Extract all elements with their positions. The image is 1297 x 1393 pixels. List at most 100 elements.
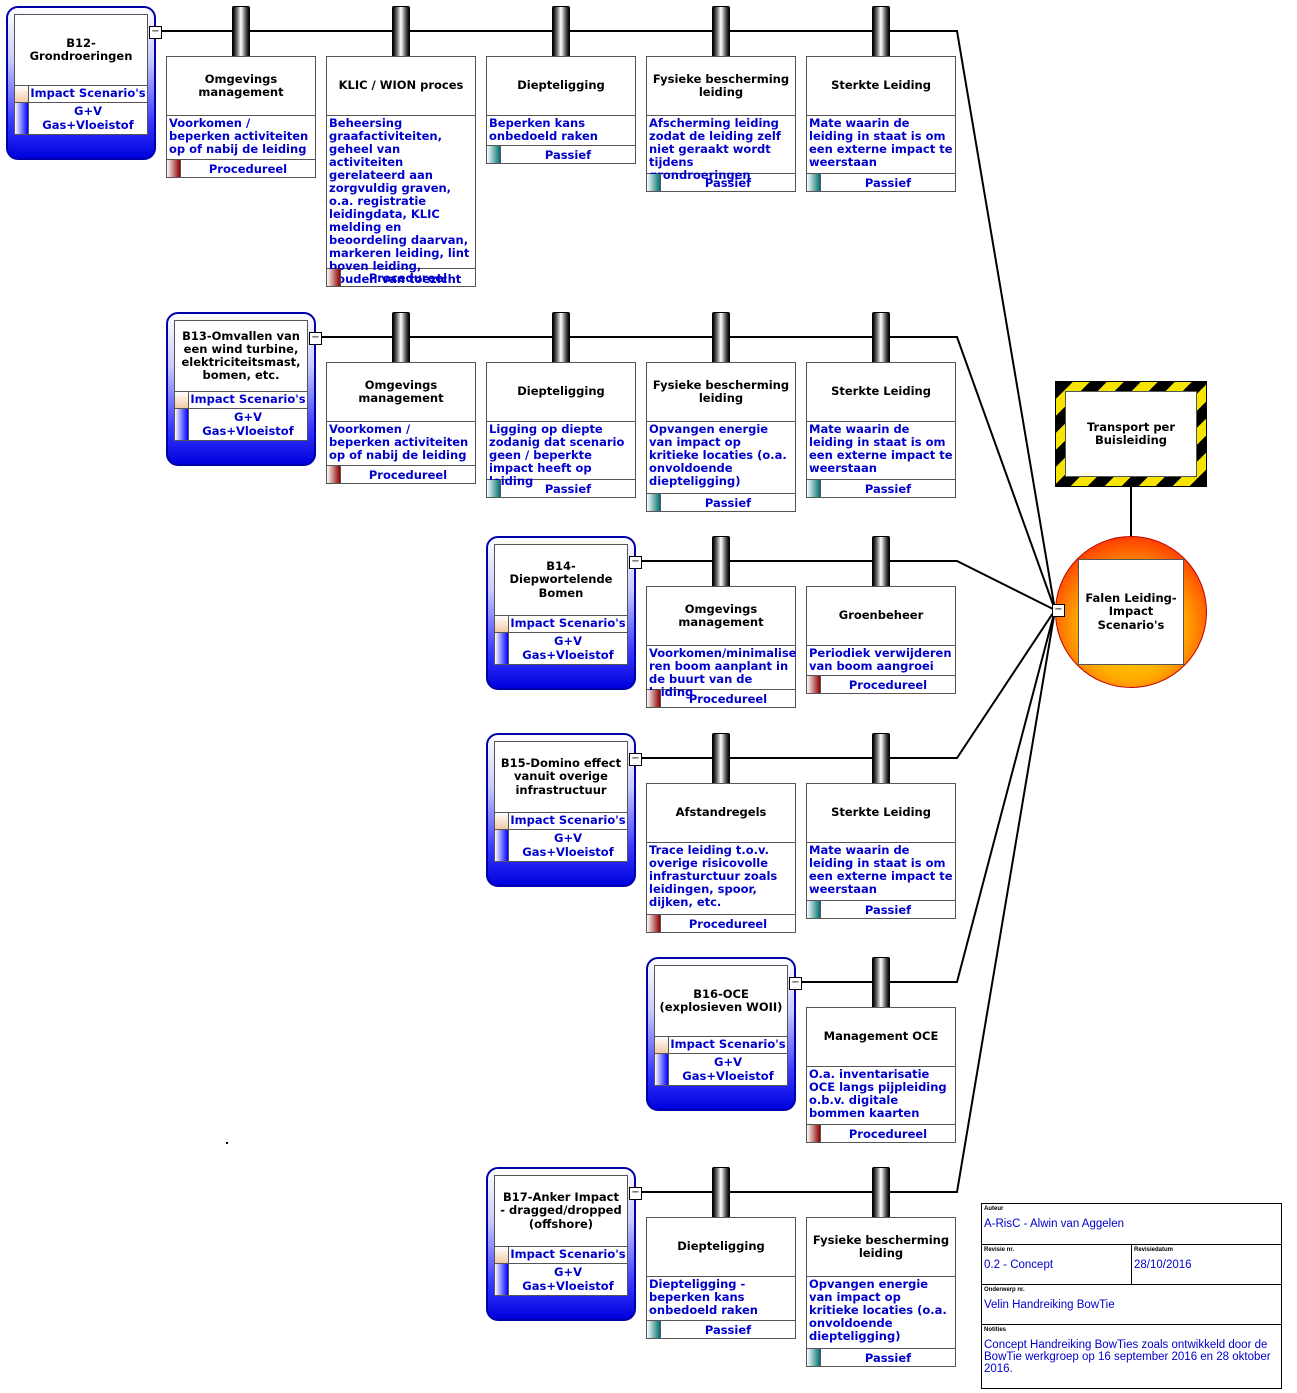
threat-scenario: Impact Scenario's (510, 813, 626, 828)
barrier-description: Ligging op diepte zodanig dat scenario g… (486, 422, 636, 488)
barrier-title: Groenbeheer (806, 586, 956, 646)
barrier-b14-omgevingsmanagement[interactable]: Omgevings management Voorkomen/minimalis… (646, 586, 796, 708)
category-swatch (655, 1054, 669, 1085)
barrier-b13-sterkte-leiding[interactable]: Sterkte Leiding Mate waarin de leiding i… (806, 362, 956, 498)
barrier-title: Fysieke bescherming leiding (646, 56, 796, 116)
barrier-type: Passief (864, 175, 912, 190)
barrier-clip (872, 312, 890, 364)
barrier-description: Beheersing graafactiviteiten, geheel van… (326, 116, 476, 286)
barrier-title: Sterkte Leiding (806, 56, 956, 116)
threat-b12[interactable]: B12- Grondroeringen Impact Scenario's G+… (6, 6, 162, 160)
barrier-b17-diepteligging[interactable]: Diepteligging Diepteligging - beperken k… (646, 1217, 796, 1339)
info-box: Auteur A-RisC - Alwin van Aggelen Revisi… (981, 1203, 1282, 1389)
barrier-b15-afstandregels[interactable]: Afstandregels Trace leiding t.o.v. overi… (646, 783, 796, 933)
barrier-b12-diepteligging[interactable]: Diepteligging Beperken kans onbedoeld ra… (486, 56, 636, 164)
barrier-b13-omgevingsmanagement[interactable]: Omgevings management Voorkomen / beperke… (326, 362, 476, 484)
barrier-title: Omgevings management (326, 362, 476, 422)
notes-value: Concept Handreiking BowTies zoals ontwik… (984, 1339, 1271, 1375)
threat-scenario: Impact Scenario's (510, 616, 626, 631)
procedural-swatch (327, 269, 341, 286)
barrier-b16-management-oce[interactable]: Management OCE O.a. inventarisatie OCE l… (806, 1007, 956, 1143)
barrier-clip (872, 536, 890, 588)
collapse-icon[interactable]: − (149, 26, 162, 39)
passive-swatch (807, 901, 821, 918)
barrier-description: Mate waarin de leiding in staat is om ee… (806, 116, 956, 174)
collapse-icon[interactable]: − (1052, 604, 1065, 617)
threat-b13[interactable]: B13-Omvallen van een wind turbine, elekt… (166, 312, 322, 466)
barrier-b17-fysieke-bescherming[interactable]: Fysieke bescherming leiding Opvangen ene… (806, 1217, 956, 1367)
collapse-icon[interactable]: − (629, 753, 642, 766)
hazard-box[interactable]: Transport per Buisleiding (1055, 381, 1207, 487)
collapse-icon[interactable]: − (629, 1187, 642, 1200)
collapse-icon[interactable]: − (309, 332, 322, 345)
barrier-clip (712, 1167, 730, 1219)
scenario-swatch (495, 813, 509, 829)
barrier-b13-fysieke-bescherming[interactable]: Fysieke bescherming leiding Opvangen ene… (646, 362, 796, 512)
threat-title: B15-Domino effect vanuit overige infrast… (500, 756, 622, 797)
barrier-description: Voorkomen / beperken activiteiten op of … (166, 116, 316, 160)
barrier-description: Beperken kans onbedoeld raken (486, 116, 636, 146)
category-swatch (495, 633, 509, 664)
scenario-swatch (495, 1247, 509, 1263)
barrier-clip (872, 1167, 890, 1219)
barrier-b12-sterkte-leiding[interactable]: Sterkte Leiding Mate waarin de leiding i… (806, 56, 956, 192)
scenario-swatch (655, 1037, 669, 1053)
project-value: Velin Handreiking BowTie (984, 1299, 1115, 1311)
barrier-b12-fysieke-bescherming[interactable]: Fysieke bescherming leiding Afscherming … (646, 56, 796, 192)
barrier-description: Afscherming leiding zodat de leiding zel… (646, 116, 796, 182)
threat-b15[interactable]: B15-Domino effect vanuit overige infrast… (486, 733, 642, 887)
threat-title: B13-Omvallen van een wind turbine, elekt… (181, 328, 301, 383)
barrier-type: Procedureel (368, 467, 448, 482)
pathway-b15 (630, 609, 1056, 759)
threat-title: B14- Diepwortelende Bomen (509, 559, 613, 600)
barrier-description: Opvangen energie van impact op kritieke … (646, 422, 796, 494)
threat-scenario: Impact Scenario's (510, 1247, 626, 1262)
procedural-swatch (327, 466, 341, 483)
top-event-title: Falen Leiding- Impact Scenario's (1078, 559, 1184, 665)
passive-swatch (807, 174, 821, 191)
barrier-type: Passief (864, 481, 912, 496)
pathway-b12 (150, 30, 1056, 611)
barrier-description: Opvangen energie van impact op kritieke … (806, 1277, 956, 1349)
barrier-description: Diepteligging - beperken kans onbedoeld … (646, 1277, 796, 1321)
barrier-description: Trace leiding t.o.v. overige risicovolle… (646, 843, 796, 915)
barrier-b13-diepteligging[interactable]: Diepteligging Ligging op diepte zodanig … (486, 362, 636, 498)
passive-swatch (647, 174, 661, 191)
author-value: A-RisC - Alwin van Aggelen (984, 1218, 1124, 1230)
threat-b17[interactable]: B17-Anker Impact - dragged/dropped (offs… (486, 1167, 642, 1321)
passive-swatch (647, 494, 661, 511)
top-event[interactable]: Falen Leiding- Impact Scenario's − (1052, 536, 1207, 688)
threat-scenario: Impact Scenario's (670, 1037, 786, 1052)
barrier-type: Procedureel (208, 161, 288, 176)
date-cell: Revisiedatum 28/10/2016 (1132, 1244, 1281, 1284)
barrier-type: Passief (704, 175, 752, 190)
barrier-b14-groenbeheer[interactable]: Groenbeheer Periodiek verwijderen van bo… (806, 586, 956, 694)
barrier-type: Passief (864, 902, 912, 917)
barrier-title: Diepteligging (486, 56, 636, 116)
hazard-title: Transport per Buisleiding (1065, 391, 1197, 477)
category-swatch (15, 103, 29, 134)
threat-b16[interactable]: B16-OCE (explosieven WOII) Impact Scenar… (646, 957, 802, 1111)
barrier-clip (232, 6, 250, 58)
barrier-title: Omgevings management (166, 56, 316, 116)
collapse-icon[interactable]: − (629, 556, 642, 569)
barrier-type: Procedureel (688, 916, 768, 931)
barrier-b12-omgevingsmanagement[interactable]: Omgevings management Voorkomen / beperke… (166, 56, 316, 178)
collapse-icon[interactable]: − (789, 977, 802, 990)
barrier-title: KLIC / WION proces (326, 56, 476, 116)
barrier-clip (712, 312, 730, 364)
notes-label: Notities (984, 1327, 1007, 1333)
project-cell: Onderwerp nr. Velin Handreiking BowTie (982, 1284, 1281, 1324)
threat-scenario: Impact Scenario's (190, 392, 306, 407)
barrier-b15-sterkte-leiding[interactable]: Sterkte Leiding Mate waarin de leiding i… (806, 783, 956, 919)
barrier-b12-klic-wion[interactable]: KLIC / WION proces Beheersing graafactiv… (326, 56, 476, 287)
barrier-type: Procedureel (368, 270, 448, 285)
threat-b14[interactable]: B14- Diepwortelende Bomen Impact Scenari… (486, 536, 642, 690)
passive-swatch (487, 480, 501, 497)
procedural-swatch (807, 676, 821, 693)
barrier-clip (552, 312, 570, 364)
barrier-clip (712, 6, 730, 58)
threat-category: G+V Gas+Vloeistof (682, 1055, 774, 1083)
category-swatch (495, 830, 509, 861)
